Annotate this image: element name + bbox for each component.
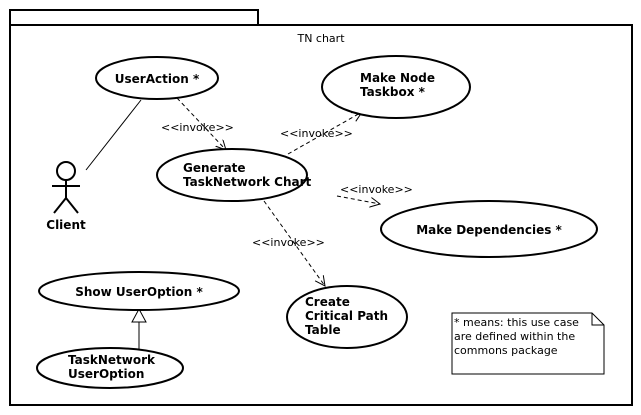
actor-client[interactable]: Client xyxy=(46,161,86,232)
actor-head xyxy=(56,161,76,181)
package-title: TN chart xyxy=(296,32,345,45)
use-case-show-useroption[interactable]: Show UserOption * xyxy=(38,271,240,311)
invoke-label-1: <<invoke>> xyxy=(161,121,234,134)
invoke-label-3: <<invoke>> xyxy=(340,183,413,196)
note-line-1: * means: this use case xyxy=(454,316,579,329)
use-case-label-line-2: Taskbox * xyxy=(360,85,426,99)
use-case-ellipse xyxy=(321,55,471,119)
association-client-useraction xyxy=(85,99,142,171)
use-case-make-dependencies[interactable]: Make Dependencies * xyxy=(380,200,598,258)
actor-left-leg xyxy=(53,197,67,214)
use-case-label-line-2: UserOption xyxy=(68,367,144,381)
use-case-label: Make Dependencies * xyxy=(416,223,562,237)
generalization-triangle xyxy=(131,307,147,323)
invoke-label-2: <<invoke>> xyxy=(280,127,353,140)
use-case-generate-tasknetwork-chart[interactable]: Generate TaskNetwork Chart xyxy=(156,148,312,202)
note-line-3: commons package xyxy=(454,344,558,357)
use-case-make-node-taskbox[interactable]: Make Node Taskbox * xyxy=(321,55,471,119)
invoke-label-4: <<invoke>> xyxy=(252,236,325,249)
use-case-label-line-2: TaskNetwork Chart xyxy=(183,175,312,189)
use-case-tasknetwork-useroption[interactable]: TaskNetwork UserOption xyxy=(36,347,184,389)
use-case-ellipse xyxy=(380,200,598,258)
use-case-label-line-3: Table xyxy=(305,323,341,337)
use-case-label-line-1: Generate xyxy=(183,161,246,175)
use-case-label-line-2: Critical Path xyxy=(305,309,388,323)
invoke-arrow-generate-dependencies xyxy=(336,195,380,204)
use-case-label: UserAction * xyxy=(115,72,200,86)
invoke-arrow-useraction-generate xyxy=(176,97,226,150)
use-case-ellipse xyxy=(36,347,184,389)
use-case-ellipse xyxy=(95,56,219,100)
use-case-ellipse xyxy=(286,285,408,349)
use-case-create-critical-path-table[interactable]: Create Critical Path Table xyxy=(286,285,408,349)
note-shape xyxy=(451,312,605,375)
invoke-arrow-generate-criticalpath xyxy=(263,200,325,286)
use-case-label-line-1: Make Node xyxy=(360,71,435,85)
use-case-ellipse xyxy=(156,148,308,202)
use-case-useraction[interactable]: UserAction * xyxy=(95,56,219,100)
invoke-arrow-generate-makenode xyxy=(287,112,362,155)
use-case-label-line-1: Create xyxy=(305,295,350,309)
package-tab xyxy=(9,9,259,26)
actor-right-leg xyxy=(65,197,79,214)
note: * means: this use case are defined withi… xyxy=(451,312,605,375)
note-fold xyxy=(591,313,604,326)
use-case-label: Show UserOption * xyxy=(75,285,203,299)
actor-label: Client xyxy=(46,218,86,232)
use-case-label-line-1: TaskNetwork xyxy=(68,353,156,367)
note-line-2: are defined within the xyxy=(454,330,575,343)
use-case-ellipse xyxy=(38,271,240,311)
